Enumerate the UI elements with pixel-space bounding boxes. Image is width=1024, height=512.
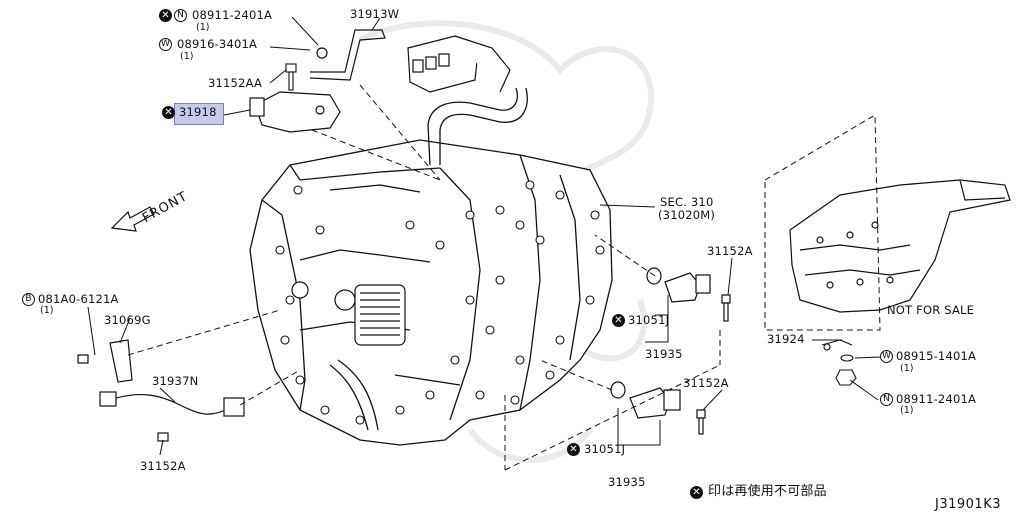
valve-body	[789, 179, 1011, 313]
part-label-sec310-sub: (31020M)	[658, 208, 716, 222]
diagram-code: J31901K3	[935, 497, 1001, 512]
part-qty-081a0: (1)	[40, 305, 54, 316]
part-qty-08916: (1)	[180, 51, 194, 62]
part-label-08915[interactable]: 08915-1401A	[896, 349, 977, 363]
part-qty-08911-right: (1)	[900, 405, 914, 416]
part-label-31937n[interactable]: 31937N	[152, 374, 199, 388]
nut-mark: N	[880, 393, 893, 406]
part-label-08916[interactable]: 08916-3401A	[177, 37, 258, 51]
washer-mark: W	[159, 38, 172, 51]
part-qty-08911-top: (1)	[196, 22, 210, 33]
part-label-31935-upper[interactable]: 31935	[645, 347, 683, 361]
washer-mark: W	[880, 350, 893, 363]
no-reuse-mark: ✕	[567, 443, 580, 456]
sensor-31937n-drawing	[77, 339, 245, 442]
part-label-31051j-upper[interactable]: 31051J	[628, 313, 670, 327]
bolt-mark: B	[22, 293, 35, 306]
part-label-31913w[interactable]: 31913W	[350, 7, 400, 21]
sensor-31924-drawing	[821, 339, 857, 386]
front-arrow-icon	[110, 206, 155, 232]
part-label-31152a-bottom-left[interactable]: 31152A	[140, 459, 186, 473]
transmission-housing	[249, 139, 613, 446]
sensor-31918-drawing	[249, 91, 341, 133]
part-label-31152a-bottom-right[interactable]: 31152A	[683, 376, 729, 390]
part-label-sec310[interactable]: SEC. 310	[660, 195, 714, 209]
part-label-08911-right[interactable]: 08911-2401A	[896, 392, 977, 406]
part-qty-08915: (1)	[900, 363, 914, 374]
no-reuse-mark: ✕	[612, 314, 625, 327]
part-label-081a0[interactable]: 081A0-6121A	[38, 292, 119, 306]
part-label-08911-top[interactable]: 08911-2401A	[192, 8, 273, 22]
part-label-31918[interactable]: 31918	[179, 105, 217, 119]
legend-text: 印は再使用不可部品	[708, 484, 827, 499]
not-for-sale-label: NOT FOR SALE	[887, 303, 975, 317]
part-label-31152a-right[interactable]: 31152A	[707, 244, 753, 258]
no-reuse-mark: ✕	[159, 9, 172, 22]
bolt-31152aa-drawing	[285, 63, 297, 91]
part-label-31924[interactable]: 31924	[767, 332, 805, 346]
hoses	[329, 87, 528, 431]
oil-cooler	[291, 281, 406, 346]
nut-mark: N	[174, 9, 187, 22]
part-label-31935-lower[interactable]: 31935	[608, 475, 646, 489]
leader-lines	[87, 16, 881, 456]
speed-sensor-upper	[646, 267, 731, 322]
dashed-guide-lines	[127, 84, 881, 471]
speed-sensor-lower	[610, 381, 706, 435]
part-label-31051j-lower[interactable]: 31051J	[584, 442, 626, 456]
no-reuse-mark: ✕	[162, 106, 175, 119]
part-label-31069g[interactable]: 31069G	[104, 313, 151, 327]
legend-no-reuse-mark: ✕	[690, 486, 703, 499]
bracket-31913w-drawing	[309, 29, 386, 81]
housing-bolts	[275, 180, 605, 425]
wire-harness-connector	[407, 35, 511, 93]
part-label-31152aa[interactable]: 31152AA	[208, 76, 263, 90]
